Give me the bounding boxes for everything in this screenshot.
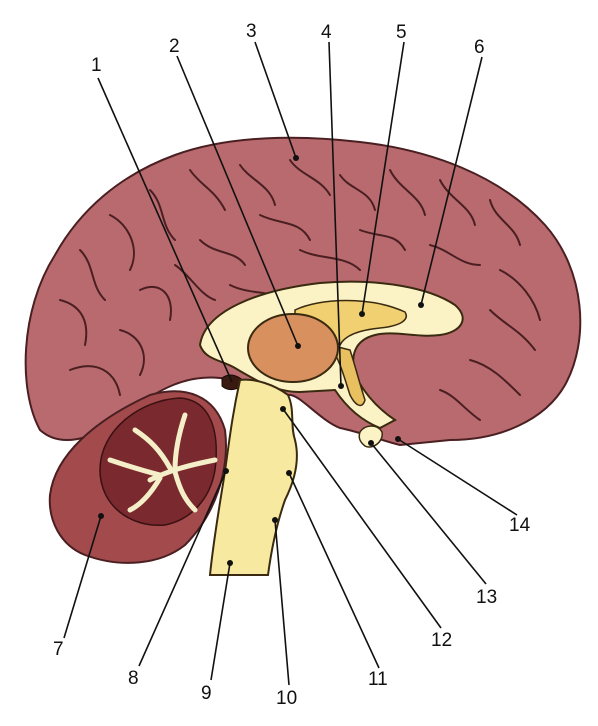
label-13: 13 [476,587,497,608]
label-7: 7 [53,639,64,660]
label-3: 3 [246,21,257,42]
label-4: 4 [321,22,332,43]
label-6: 6 [474,37,485,58]
pituitary-gland [358,425,383,448]
label-9: 9 [201,683,212,704]
thalamus [247,313,339,383]
sulci [59,159,541,421]
arbor-vitae-branches [107,412,218,513]
fornix [328,343,366,407]
leader-dots [98,155,424,566]
label-12: 12 [431,630,452,651]
label-1: 1 [91,55,102,76]
label-11: 11 [368,669,388,690]
label-14: 14 [509,515,531,536]
leader-lines [63,41,518,686]
arbor-vitae [99,397,217,526]
label-8: 8 [128,668,139,689]
label-2: 2 [169,36,180,57]
label-5: 5 [396,22,407,43]
label-10: 10 [276,688,297,709]
